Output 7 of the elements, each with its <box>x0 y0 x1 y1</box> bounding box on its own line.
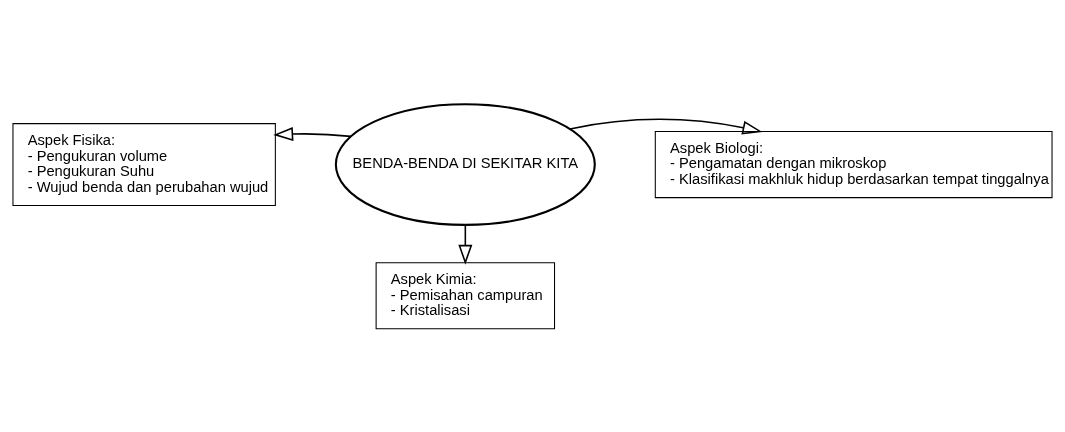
arrow <box>273 126 352 141</box>
arrow <box>458 223 473 265</box>
node-box: Aspek Fisika: - Pengukuran volume - Pengukuran Suhu - Wujud benda dan perubahan wujud <box>12 122 276 206</box>
node-box: Aspek Biologi: - Pengamatan dengan mikroskop - Klasifikasi makhluk hidup berdasarkan tempat tinggalnya <box>654 130 1053 198</box>
node-box: Aspek Kimia: - Pemisahan campuran - Kristalisasi <box>375 261 556 329</box>
node-ellipse: BENDA-BENDA DI SEKITAR KITA <box>334 102 596 226</box>
arrow <box>569 118 763 134</box>
